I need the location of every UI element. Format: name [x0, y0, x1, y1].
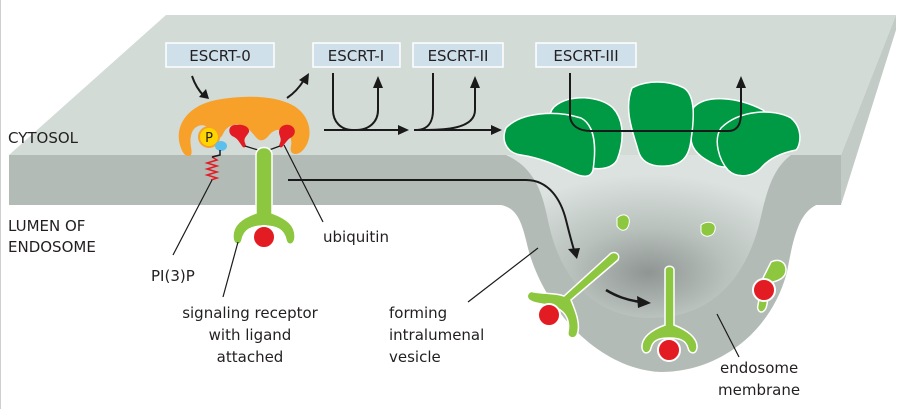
- arrowhead-icon: [568, 248, 580, 259]
- arrowhead-icon: [491, 125, 502, 135]
- arrowhead-icon: [470, 76, 480, 88]
- lumen-label-line1: LUMEN OF: [8, 217, 85, 235]
- pi3p-headgroup: [215, 141, 227, 151]
- escrt-1-2-arrows: [324, 73, 493, 131]
- callout-lines: [172, 144, 740, 358]
- svg-text:ESCRT-II: ESCRT-II: [428, 47, 489, 65]
- escrt-0-complex: [178, 96, 310, 157]
- vesicle-receptor-right: [752, 259, 787, 313]
- pi3p-link: [211, 150, 221, 158]
- membrane-label-line1: endosome: [720, 359, 798, 377]
- ubiquitin-link: [268, 145, 281, 151]
- svg-text:ESCRT-III: ESCRT-III: [553, 47, 618, 65]
- ligand-icon: [657, 338, 681, 362]
- escrt-0-label: ESCRT-0: [165, 42, 275, 68]
- ubiquitin-label: ubiquitin: [323, 228, 389, 246]
- vesicle-label-line2: intralumenal: [389, 326, 484, 344]
- receptor-label-line3: attached: [217, 348, 284, 366]
- phosphate-label: P: [205, 131, 213, 146]
- svg-text:ESCRT-I: ESCRT-I: [328, 47, 384, 65]
- vesicle-label-line3: vesicle: [389, 348, 441, 366]
- ubiquitin-icon: [229, 124, 250, 148]
- escrt-3-complex: [503, 81, 801, 177]
- membrane-label-line2: membrane: [718, 381, 800, 399]
- membrane-side-face: [841, 15, 896, 205]
- arrowhead-icon: [373, 76, 383, 88]
- svg-text:ESCRT-0: ESCRT-0: [189, 47, 251, 65]
- arrowhead-icon: [637, 296, 651, 308]
- escrt-2-label: ESCRT-II: [412, 42, 504, 68]
- vesicle-label-line1: forming: [389, 304, 447, 322]
- budding-arrow: [605, 288, 642, 304]
- escrt-3-arrow: [569, 73, 742, 132]
- ligand-icon: [537, 303, 561, 327]
- arrowhead-icon: [736, 76, 746, 88]
- pit-interior: [506, 155, 791, 318]
- cargo-fragment: [616, 214, 630, 231]
- signaling-receptor: [232, 146, 296, 245]
- receptor-label-line1: signaling receptor: [182, 304, 318, 322]
- sorting-path-arrow: [288, 179, 575, 251]
- ligand-icon: [252, 225, 276, 249]
- lumen-label-line2: ENDOSOME: [8, 238, 96, 256]
- cytosol-label: CYTOSOL: [8, 129, 79, 147]
- escrt-3-label: ESCRT-III: [535, 42, 637, 68]
- pi3p-lipid-tail: [204, 156, 220, 181]
- phosphate-icon: [198, 126, 220, 148]
- ubiquitin-icon: [279, 124, 295, 148]
- pi3p-label: PI(3)P: [151, 267, 195, 285]
- arrowhead-icon: [398, 125, 409, 135]
- cargo-fragment: [700, 221, 716, 237]
- membrane-pit-outer: [9, 155, 841, 370]
- ligand-icon: [752, 278, 776, 302]
- vesicle-receptor-left: [526, 251, 620, 339]
- receptor-label-line2: with ligand: [209, 326, 292, 344]
- vesicle-receptor-center: [641, 265, 698, 362]
- ubiquitin-link: [244, 145, 259, 151]
- arrowhead-icon: [199, 89, 209, 99]
- arrowhead-icon: [299, 73, 309, 85]
- escrt-1-label: ESCRT-I: [312, 42, 401, 68]
